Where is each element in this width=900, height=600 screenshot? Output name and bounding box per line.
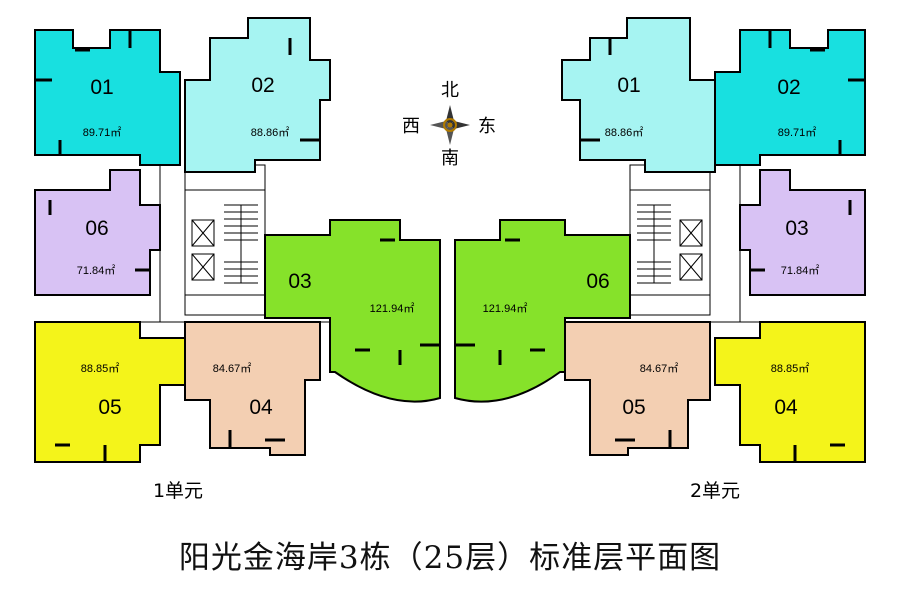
room-2-04: 88.85㎡ 04	[714, 321, 866, 463]
room-2-05: 84.67㎡ 05	[564, 321, 711, 456]
room-area: 88.85㎡	[81, 362, 120, 375]
unit-2-plan: 01 88.86㎡ 02 89.71㎡ 03 71.84㎡ 06 121.94㎡…	[454, 17, 866, 502]
room-area: 121.94㎡	[483, 302, 528, 315]
room-1-01-area	[34, 29, 181, 166]
room-area: 89.71㎡	[83, 126, 122, 139]
room-number: 03	[785, 217, 808, 240]
room-area: 71.84㎡	[77, 264, 116, 277]
room-2-02: 02 89.71㎡	[714, 29, 866, 166]
room-number: 04	[774, 396, 798, 419]
room-area: 88.86㎡	[605, 126, 644, 139]
room-1-04: 84.67㎡ 04	[184, 321, 321, 456]
room-area: 121.94㎡	[370, 302, 415, 315]
room-number: 02	[777, 76, 800, 99]
room-1-02-area	[184, 17, 331, 173]
room-area: 89.71㎡	[778, 126, 817, 139]
compass-west-label: 西	[402, 116, 420, 137]
room-1-03: 03 121.94㎡	[264, 219, 441, 403]
room-area: 88.86㎡	[251, 126, 290, 139]
room-number: 05	[98, 396, 121, 419]
compass-east-label: 东	[478, 116, 496, 137]
room-number: 04	[249, 396, 273, 419]
room-1-06: 06 71.84㎡	[34, 169, 161, 296]
unit-2-label: 2单元	[690, 480, 740, 502]
room-number: 01	[90, 76, 113, 99]
room-2-01: 01 88.86㎡	[561, 17, 716, 173]
room-1-06-area	[34, 169, 161, 296]
room-number: 02	[251, 74, 274, 97]
room-number: 06	[85, 217, 108, 240]
room-number: 03	[288, 270, 311, 293]
room-1-04-area	[184, 321, 321, 456]
compass-north-label: 北	[441, 80, 459, 101]
compass-rose: 北 南 西 东	[402, 80, 496, 169]
room-1-02: 02 88.86㎡	[184, 17, 331, 173]
room-1-03-area	[264, 219, 441, 403]
unit-1-plan: 01 89.71㎡ 02 88.86㎡ 06 71.84㎡ 03 121.94㎡…	[34, 17, 441, 502]
room-1-05-area	[34, 321, 186, 463]
room-2-04-area	[714, 321, 866, 463]
room-1-01: 01 89.71㎡	[34, 29, 181, 166]
room-area: 88.85㎡	[771, 362, 810, 375]
room-2-02-area	[714, 29, 866, 166]
room-2-03-area	[739, 169, 866, 296]
room-1-05: 88.85㎡ 05	[34, 321, 186, 463]
room-number: 06	[586, 270, 609, 293]
unit-1-label: 1单元	[153, 480, 203, 502]
room-area: 84.67㎡	[640, 362, 679, 375]
compass-south-label: 南	[441, 148, 459, 169]
room-2-01-area	[561, 17, 716, 173]
room-2-05-area	[564, 321, 711, 456]
room-number: 05	[622, 396, 645, 419]
compass-star-icon	[430, 105, 470, 145]
plan-caption: 阳光金海岸3栋（25层）标准层平面图	[178, 540, 722, 576]
room-2-03: 03 71.84㎡	[739, 169, 866, 296]
room-number: 01	[617, 74, 640, 97]
room-area: 84.67㎡	[213, 362, 252, 375]
room-area: 71.84㎡	[781, 264, 820, 277]
